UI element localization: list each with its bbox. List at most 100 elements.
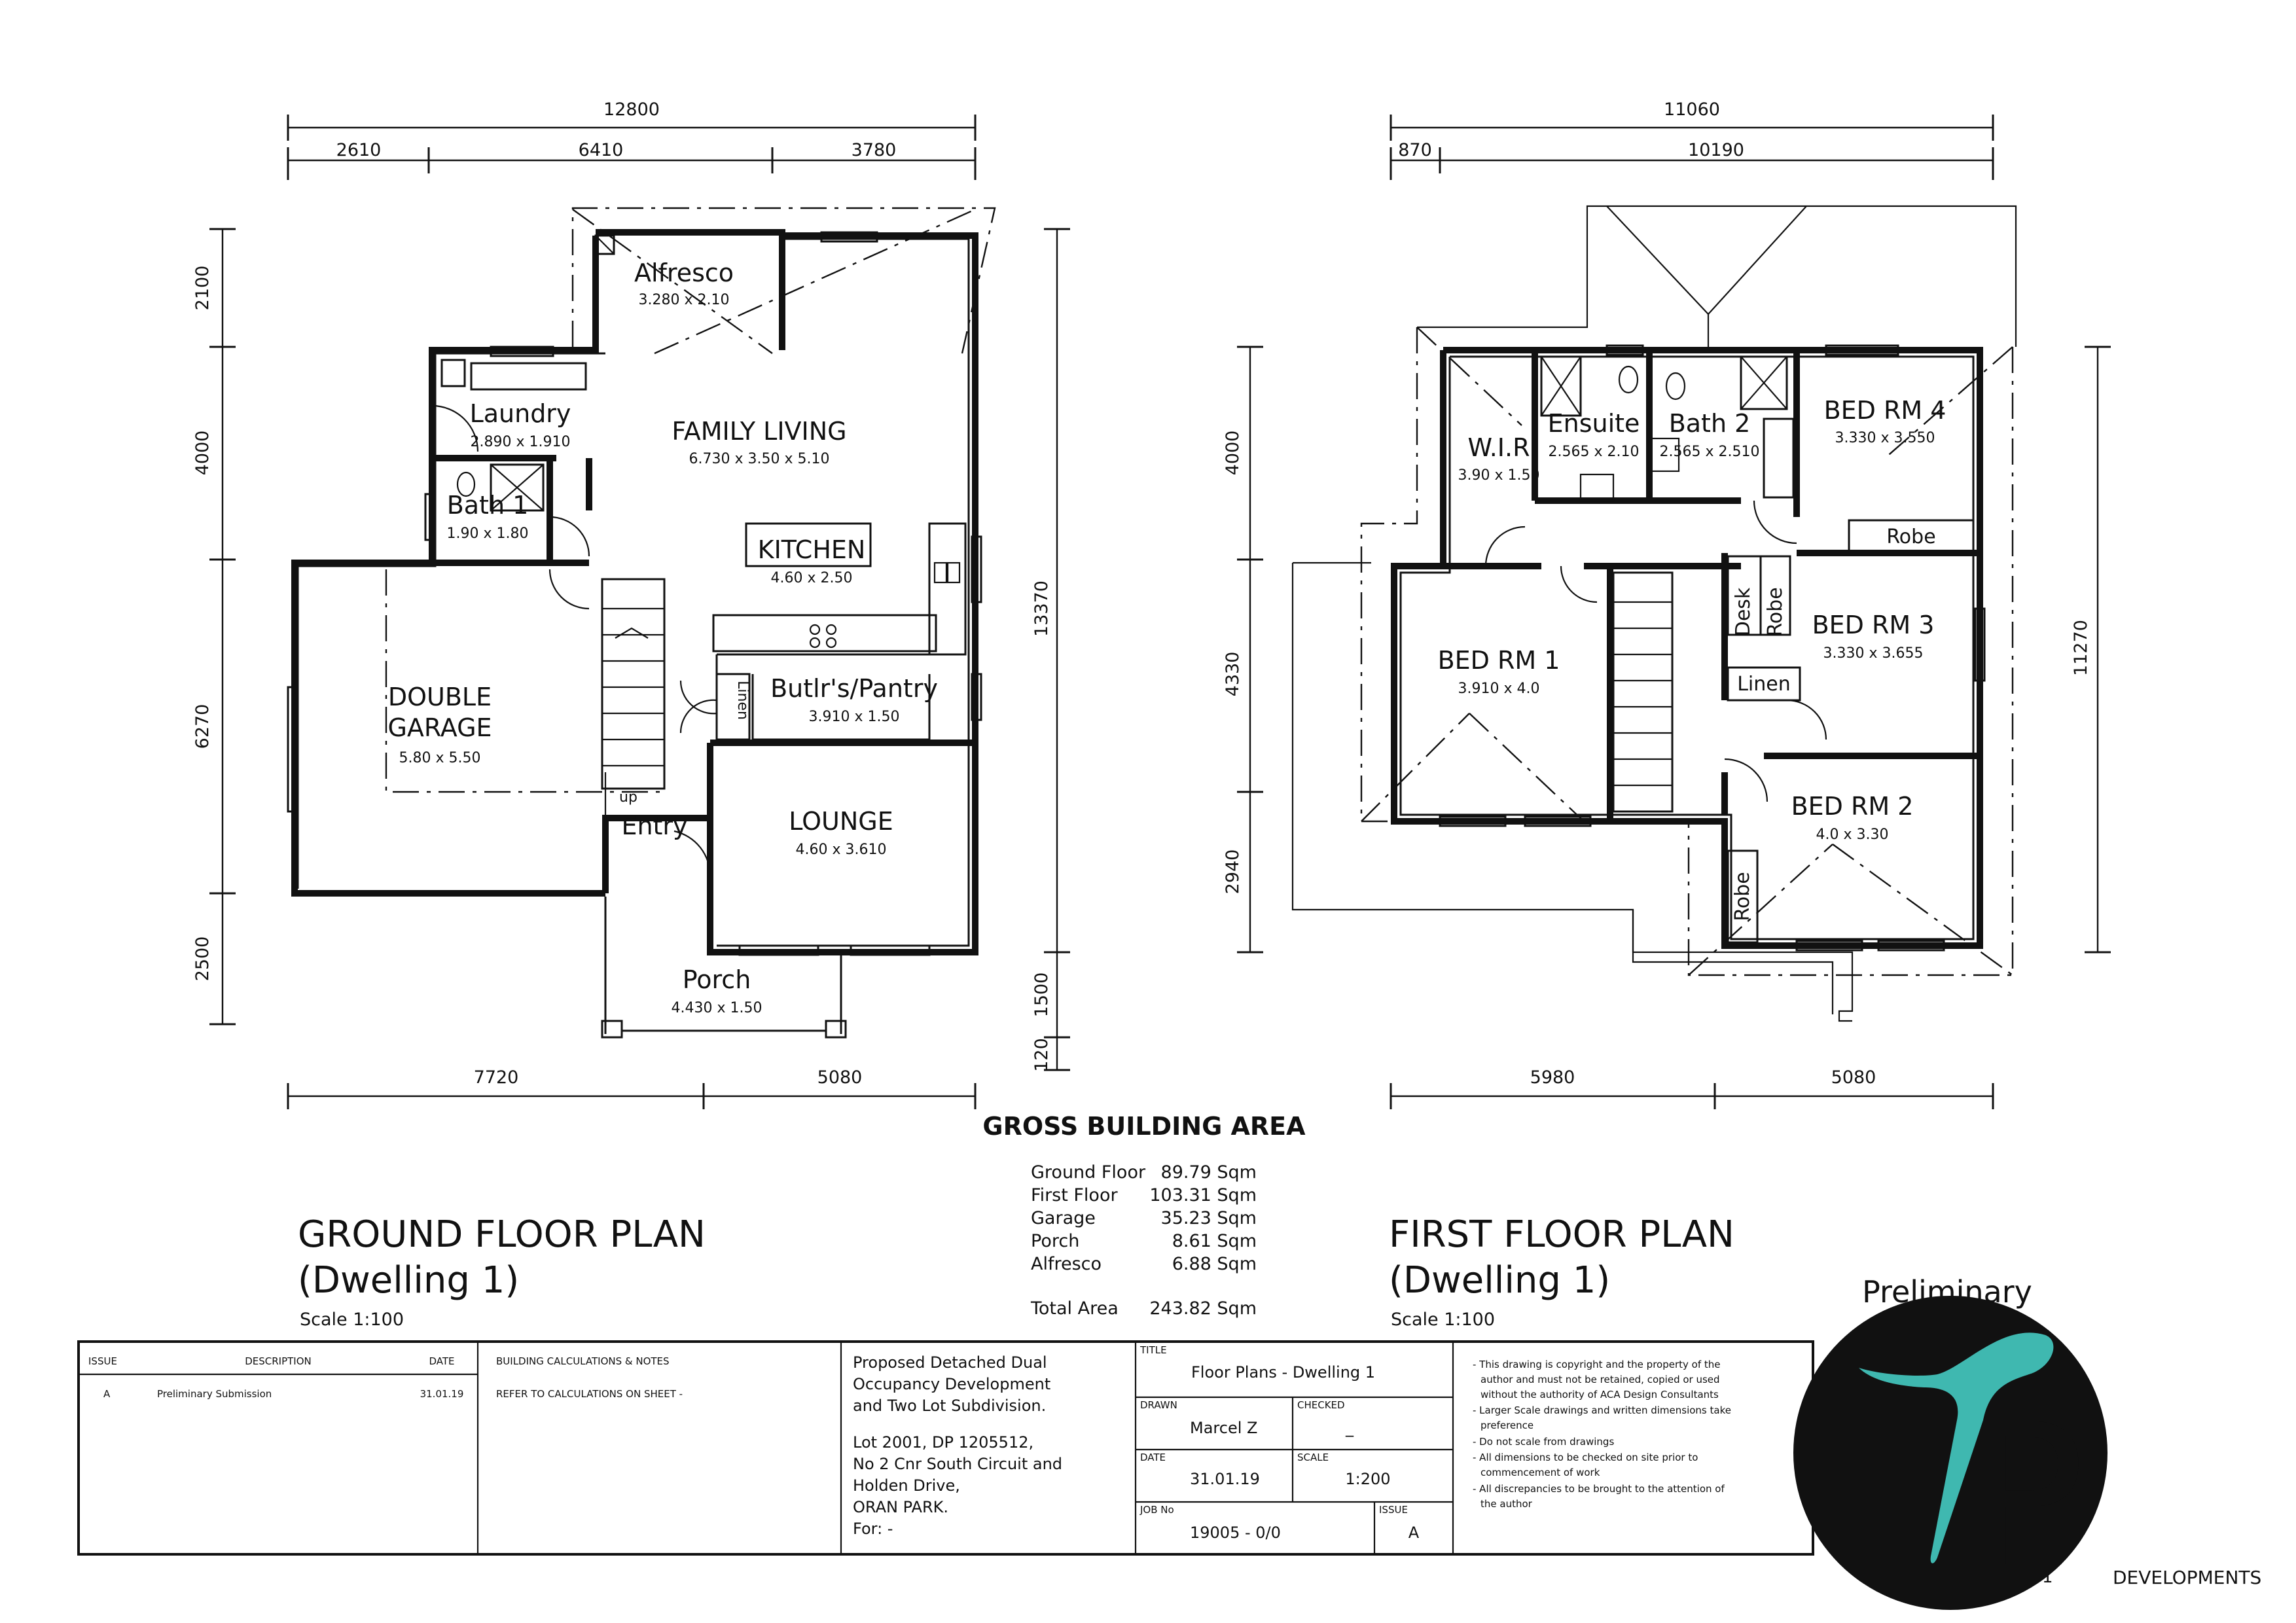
- ff-dim-left3: 2940: [1223, 849, 1243, 895]
- gf-dim-top3: 3780: [852, 140, 897, 160]
- gf-pantry-name: Butlr's/Pantry: [770, 674, 938, 703]
- tb-date: 31.01.19: [420, 1388, 464, 1400]
- tb-job-value: 19005 - 0/0: [1190, 1524, 1281, 1542]
- gf-title: GROUND FLOOR PLAN: [298, 1213, 706, 1256]
- gross-area-total-value: 243.82 Sqm: [1149, 1298, 1257, 1319]
- gf-dim-left4: 2500: [192, 936, 213, 982]
- ff-dim-right-total: 11270: [2071, 620, 2091, 676]
- tb-disclaimer-5: preference: [1480, 1419, 1534, 1431]
- ff-bed1-name: BED RM 1: [1438, 646, 1560, 675]
- ff-title: FIRST FLOOR PLAN: [1389, 1213, 1734, 1256]
- logo-t-mark: [1859, 1332, 2054, 1563]
- ff-bed4-size: 3.330 x 3.550: [1835, 430, 1935, 446]
- ff-ensuite-size: 2.565 x 2.10: [1549, 444, 1640, 460]
- ff-wir-name: W.I.R: [1468, 433, 1530, 462]
- gf-room-labels: Alfresco 3.280 x 2.10 Laundry 2.890 x 1.…: [387, 259, 937, 1016]
- tb-issue-value: A: [1408, 1524, 1420, 1542]
- tb-project-line1: Proposed Detached Dual: [853, 1353, 1047, 1372]
- plan-titles: GROUND FLOOR PLAN (Dwelling 1) Scale 1:1…: [298, 1213, 2032, 1330]
- gf-garage-size: 5.80 x 5.50: [399, 750, 481, 766]
- ff-ensuite-name: Ensuite: [1548, 409, 1640, 438]
- ff-dim-top2: 10190: [1688, 140, 1744, 160]
- tb-checked-value: _: [1345, 1419, 1354, 1437]
- gf-family-living-size: 6.730 x 3.50 x 5.10: [689, 451, 830, 467]
- tb-issue: A: [103, 1388, 111, 1400]
- gf-linen: Linen: [734, 681, 751, 720]
- tb-disclaimer-2: author and must not be retained, copied …: [1480, 1374, 1720, 1385]
- gf-top-dimensions: 12800 2610 6410 3780: [287, 99, 977, 180]
- gf-laundry-name: Laundry: [470, 399, 571, 428]
- gross-area-value-1: 103.31 Sqm: [1149, 1185, 1257, 1205]
- gf-dim-top1: 2610: [336, 140, 382, 160]
- tb-disclaimer-8: commencement of work: [1480, 1467, 1600, 1478]
- ff-walls: [1391, 344, 1986, 952]
- tb-disclaimer-10: the author: [1480, 1498, 1533, 1510]
- ground-floor-plan: 12800 2610 6410 3780 2100 4000 6270 2500: [192, 99, 1070, 1109]
- tb-date-value: 31.01.19: [1190, 1470, 1260, 1488]
- tb-title-value: Floor Plans - Dwelling 1: [1191, 1363, 1375, 1382]
- gf-porch-name: Porch: [683, 965, 751, 994]
- gf-dim-overall: 12800: [603, 99, 660, 120]
- ff-robe-bottom: Robe: [1731, 872, 1754, 921]
- gf-entry-name: Entry: [621, 812, 687, 840]
- tb-disclaimer-7: - All dimensions to be checked on site p…: [1473, 1452, 1698, 1463]
- gf-bottom-dimensions: 7720 5080: [287, 1067, 977, 1109]
- logo-sub: 1: [2042, 1567, 2053, 1587]
- gf-right-dimensions: 13370 1500 120: [1031, 228, 1070, 1072]
- ff-bed2-name: BED RM 2: [1791, 792, 1914, 821]
- gross-area-label-1: First Floor: [1031, 1185, 1118, 1205]
- gross-area-value-4: 6.88 Sqm: [1172, 1254, 1257, 1274]
- ff-bed3-name: BED RM 3: [1812, 611, 1935, 639]
- gf-dim-left2: 4000: [192, 431, 213, 476]
- ff-bed3-size: 3.330 x 3.655: [1823, 645, 1924, 662]
- tb-disclaimer-6: - Do not scale from drawings: [1473, 1436, 1614, 1448]
- gross-area-value-0: 89.79 Sqm: [1161, 1162, 1257, 1183]
- ff-dim-bottom2: 5080: [1831, 1067, 1876, 1088]
- ff-room-labels: W.I.R 3.90 x 1.50 Ensuite 2.565 x 2.10 B…: [1438, 396, 1946, 921]
- gross-area-total-label: Total Area: [1030, 1298, 1119, 1319]
- tb-notes: REFER TO CALCULATIONS ON SHEET -: [496, 1388, 683, 1400]
- tb-drawn-value: Marcel Z: [1190, 1419, 1257, 1437]
- gross-area-label-3: Porch: [1031, 1231, 1079, 1251]
- gross-area-label-2: Garage: [1031, 1208, 1096, 1228]
- tb-disclaimer-4: - Larger Scale drawings and written dime…: [1473, 1404, 1731, 1416]
- gf-dim-top2: 6410: [579, 140, 624, 160]
- gf-left-dimensions: 2100 4000 6270 2500: [192, 228, 236, 1026]
- tb-scale-label: SCALE: [1297, 1452, 1329, 1463]
- tb-address-line1: Lot 2001, DP 1205512,: [853, 1433, 1033, 1452]
- gf-garage-line1: DOUBLE: [388, 683, 492, 711]
- ff-dim-bottom1: 5980: [1530, 1067, 1575, 1088]
- tb-description: Preliminary Submission: [157, 1388, 272, 1400]
- tb-title-label: TITLE: [1139, 1344, 1167, 1356]
- tb-drawn-label: DRAWN: [1140, 1399, 1177, 1411]
- gross-area-heading: GROSS BUILDING AREA: [982, 1112, 1306, 1141]
- tb-scale-value: 1:200: [1345, 1470, 1390, 1488]
- tb-notes-header: BUILDING CALCULATIONS & NOTES: [496, 1355, 670, 1367]
- gross-area-label-4: Alfresco: [1031, 1254, 1102, 1274]
- ff-bottom-dimensions: 5980 5080: [1390, 1067, 1994, 1109]
- gf-pantry-size: 3.910 x 1.50: [809, 709, 900, 725]
- gf-dim-bottom1: 7720: [474, 1067, 519, 1088]
- tb-project-line3: and Two Lot Subdivision.: [853, 1397, 1046, 1415]
- logo-developments: DEVELOPMENTS: [2113, 1567, 2261, 1588]
- ff-right-dimensions: 11270: [2071, 346, 2111, 954]
- gf-stair-up: up: [619, 789, 637, 806]
- gf-lounge-name: LOUNGE: [789, 807, 893, 836]
- ff-bed4-name: BED RM 4: [1824, 396, 1946, 425]
- gf-porch-size: 4.430 x 1.50: [672, 1000, 762, 1016]
- logo-p-mark: P: [1967, 1382, 2085, 1611]
- tb-address-line2: No 2 Cnr South Circuit and: [853, 1455, 1062, 1473]
- tb-issue-header: ISSUE: [88, 1355, 117, 1367]
- gross-area-value-2: 35.23 Sqm: [1161, 1208, 1257, 1228]
- gf-garage-line2: GARAGE: [387, 713, 492, 742]
- gf-scale: Scale 1:100: [300, 1310, 404, 1330]
- gf-dim-right-small: 120: [1031, 1038, 1052, 1072]
- ff-robe-mid: Robe: [1764, 587, 1787, 636]
- tb-description-header: DESCRIPTION: [245, 1355, 312, 1367]
- ff-wir-size: 3.90 x 1.50: [1458, 467, 1540, 484]
- ff-dim-top1: 870: [1398, 140, 1432, 160]
- ff-dim-left1: 4000: [1223, 431, 1243, 476]
- ff-bath2-name: Bath 2: [1669, 409, 1751, 438]
- ff-scale: Scale 1:100: [1391, 1310, 1495, 1330]
